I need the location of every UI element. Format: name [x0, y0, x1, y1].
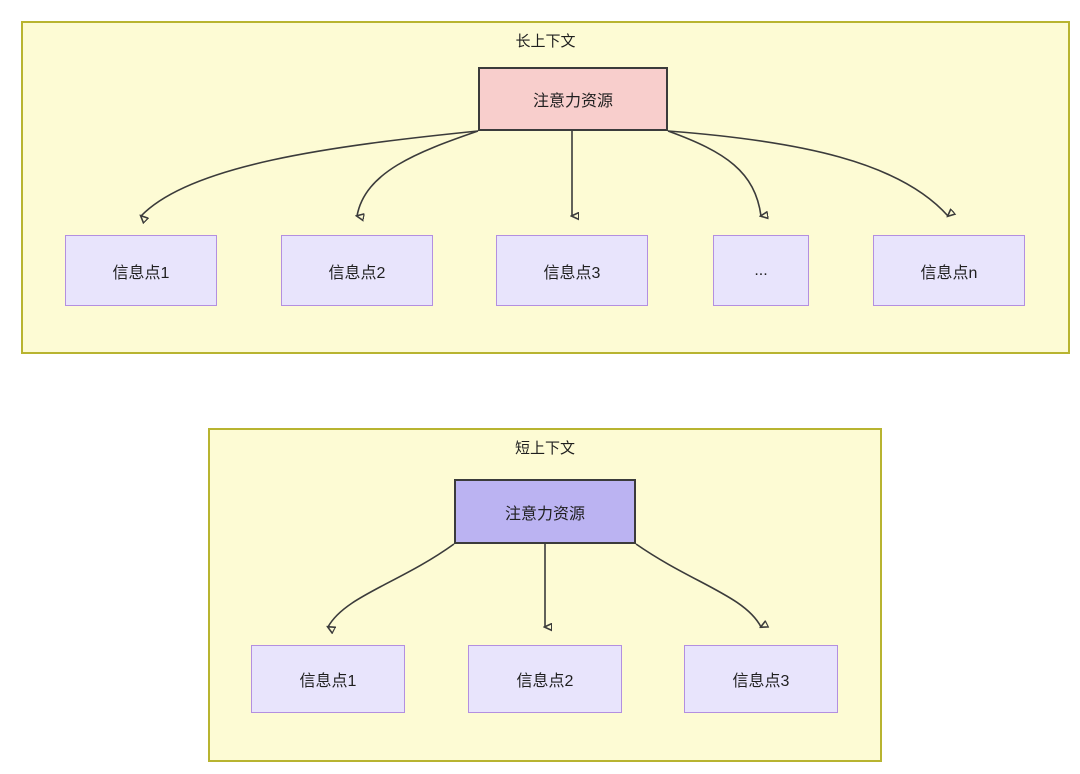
node-label: 信息点2 — [516, 673, 574, 690]
node-short-leaf-2[interactable]: 信息点2 — [468, 645, 622, 713]
panel-long-context-title: 长上下文 — [515, 33, 576, 50]
panel-short-context-title: 短上下文 — [514, 440, 575, 457]
node-short-hub-attention-resource[interactable]: 注意力资源 — [454, 479, 636, 544]
node-long-leaf-ellipsis[interactable]: ... — [713, 235, 809, 306]
node-long-leaf-1[interactable]: 信息点1 — [65, 235, 217, 306]
node-short-leaf-1[interactable]: 信息点1 — [251, 645, 405, 713]
node-label: 信息点1 — [299, 673, 357, 690]
node-long-hub-attention-resource[interactable]: 注意力资源 — [478, 67, 668, 131]
node-label: ... — [754, 261, 768, 279]
node-short-leaf-3[interactable]: 信息点3 — [684, 645, 838, 713]
node-long-leaf-2[interactable]: 信息点2 — [281, 235, 433, 306]
node-label: 信息点3 — [732, 673, 790, 690]
node-label: 注意力资源 — [504, 505, 585, 523]
node-label: 信息点3 — [543, 264, 601, 282]
node-label: 信息点1 — [112, 264, 170, 282]
node-label: 信息点2 — [328, 264, 386, 282]
node-long-leaf-n[interactable]: 信息点n — [873, 235, 1025, 306]
node-label: 信息点n — [920, 264, 978, 282]
node-long-leaf-3[interactable]: 信息点3 — [496, 235, 648, 306]
node-label: 注意力资源 — [532, 93, 613, 110]
